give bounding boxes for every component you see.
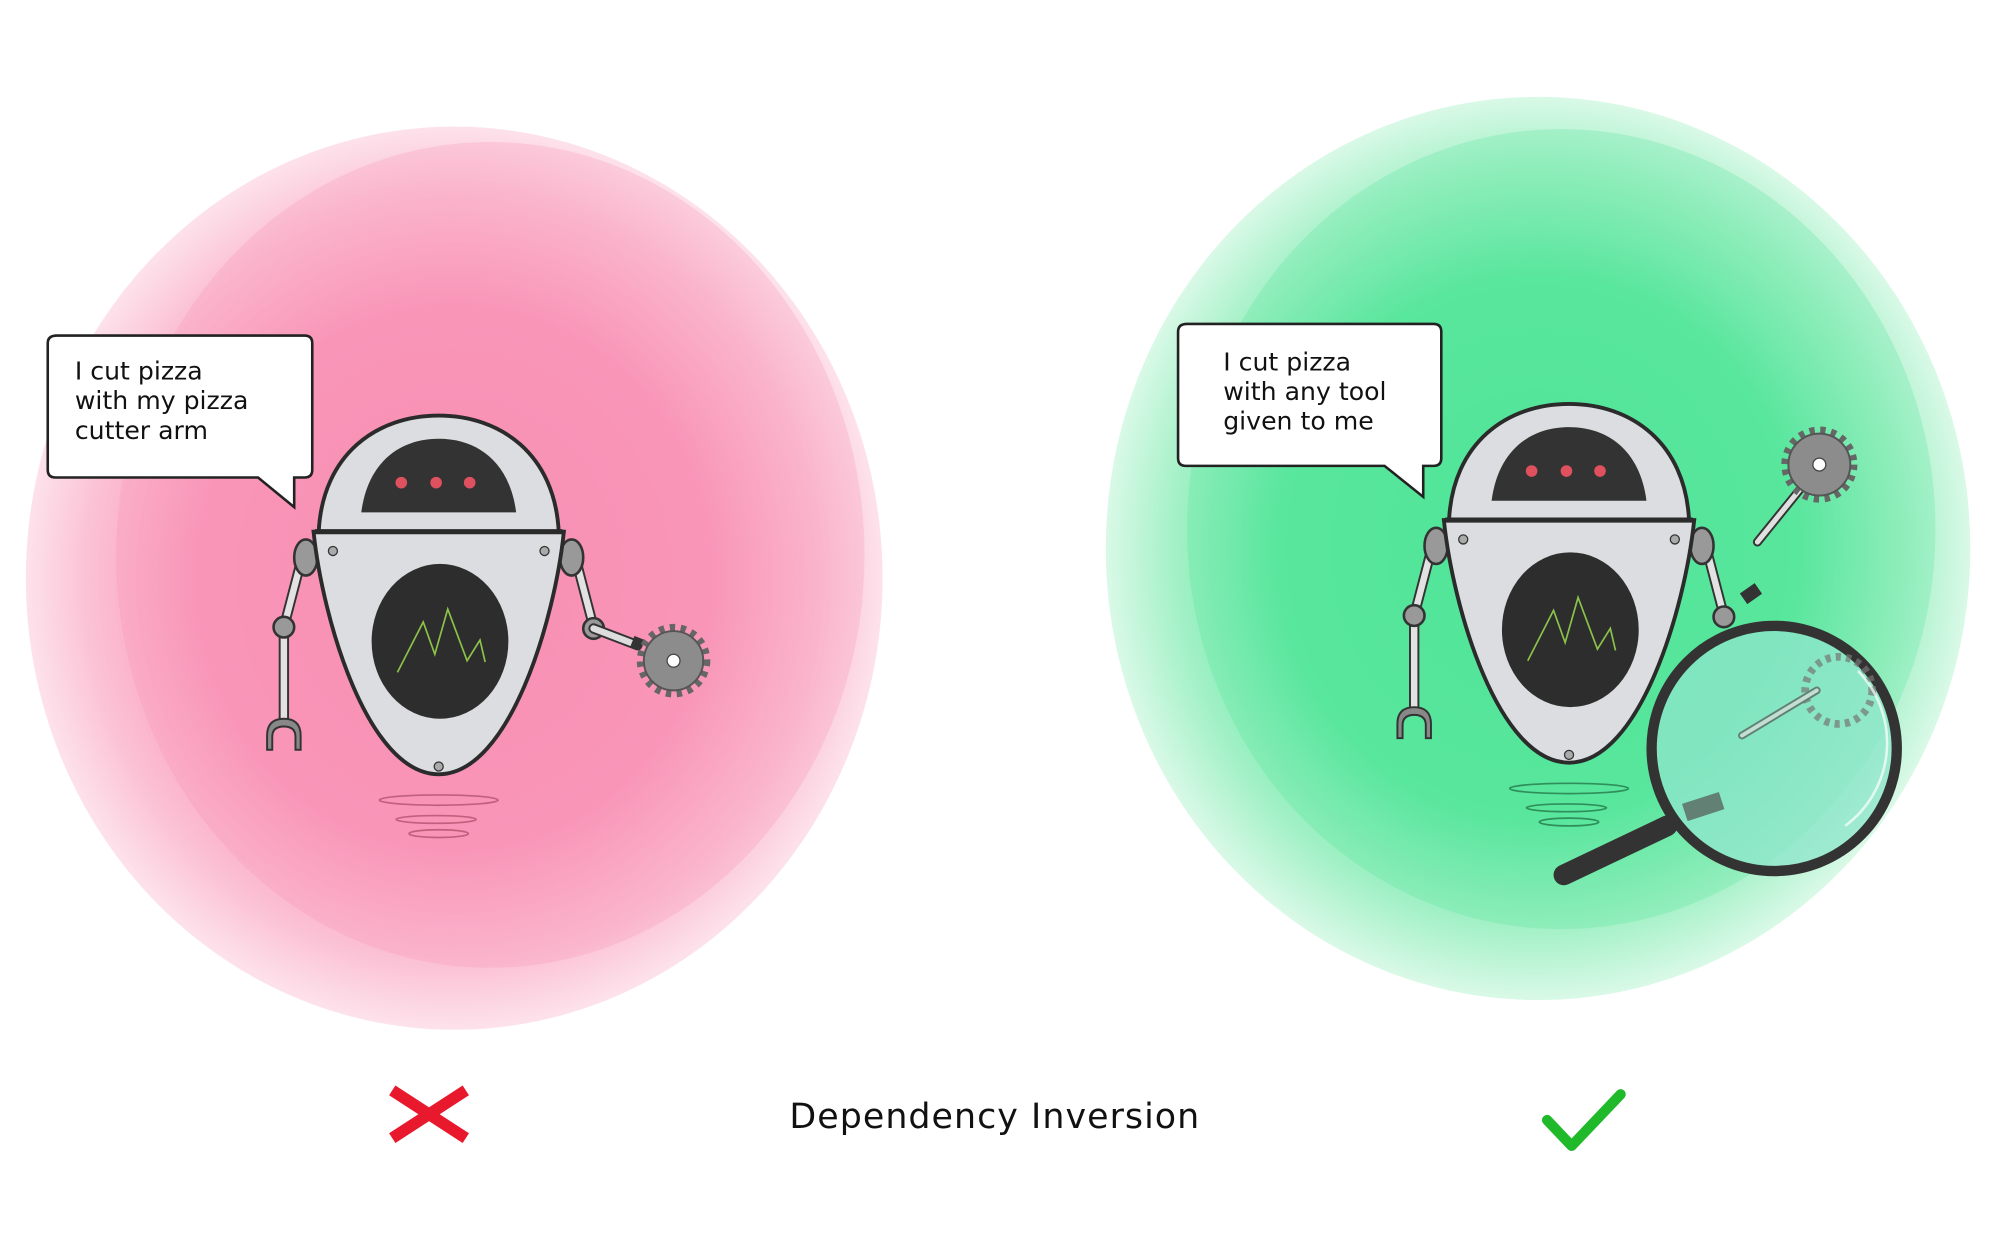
robot-bolts (327, 545, 550, 772)
robot-right-arm (1689, 526, 1736, 629)
hover-ripples (1508, 782, 1630, 827)
speech-line: with any tool (1223, 377, 1386, 406)
cross-icon (389, 1085, 469, 1143)
heartbeat-line (1526, 594, 1617, 662)
diagram-title: Dependency Inversion (789, 1097, 1200, 1137)
robot-bolts (1458, 534, 1680, 761)
speech-line: I cut pizza (1223, 347, 1351, 376)
robot-with-fixed-cutter (266, 413, 606, 839)
pizza-cutter-arm-icon (588, 623, 711, 698)
checkmark-icon (1541, 1089, 1626, 1152)
speech-line: with my pizza (75, 386, 249, 415)
robot-visor (361, 438, 517, 513)
speech-bubble-right: I cut pizza with any tool given to me (1176, 322, 1443, 500)
robot-visor (1491, 427, 1647, 501)
pizza-cutter-tool-icon (1752, 426, 1858, 547)
robot-screen (1501, 552, 1639, 708)
robot-with-injected-tool (1396, 401, 1736, 827)
speech-line: I cut pizza (75, 356, 203, 385)
robot-screen (371, 563, 509, 719)
heartbeat-line (396, 606, 486, 673)
magnifying-glass-icon (1553, 620, 1902, 886)
speech-line: given to me (1223, 407, 1374, 436)
hover-ripples (378, 794, 499, 839)
robot-eyes (1525, 465, 1606, 477)
robot-left-arm (1396, 526, 1450, 740)
speech-bubble-left: I cut pizza with my pizza cutter arm (46, 334, 314, 510)
robot-eyes (395, 476, 476, 489)
tool-socket-icon (1739, 583, 1763, 605)
speech-line: cutter arm (75, 416, 208, 445)
